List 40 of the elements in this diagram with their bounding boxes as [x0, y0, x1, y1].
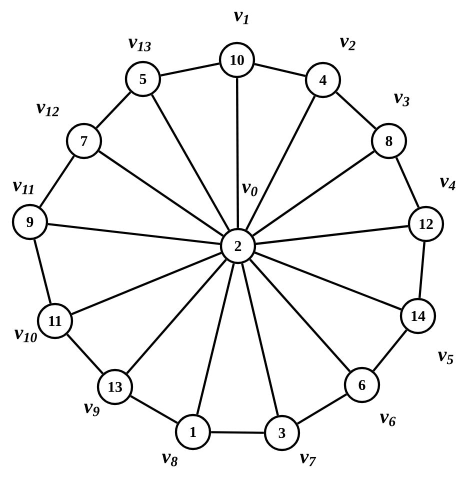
edge-line	[254, 252, 402, 310]
vertex-label: v$_{0}$	[242, 184, 258, 196]
edge-line	[372, 329, 408, 372]
edge-line	[336, 91, 376, 130]
edge-line	[96, 91, 132, 129]
edge-line	[236, 78, 239, 228]
edge-line	[33, 239, 52, 304]
vertex-label: v$_{4}$	[440, 178, 456, 190]
edge-line	[249, 258, 351, 372]
vertex-label: v$_{3}$	[394, 94, 410, 106]
edge-line	[296, 393, 348, 425]
edge-line	[395, 157, 420, 208]
edge-line	[241, 263, 279, 416]
edge-line	[71, 252, 222, 316]
vertex-label: v$_{8}$	[162, 454, 178, 466]
vertex-label: v$_{6}$	[380, 414, 396, 426]
vertex-label: v$_{10}$	[14, 330, 37, 342]
edge-line	[196, 263, 235, 415]
edge-line	[245, 96, 316, 230]
vertex-label: v$_{2}$	[340, 38, 356, 50]
edge-line	[254, 63, 306, 77]
edge-line	[256, 225, 408, 245]
edge-line	[39, 155, 75, 208]
edge-line	[418, 242, 426, 298]
vertex-label: v$_{1}$	[234, 12, 248, 24]
edge-line	[211, 431, 264, 434]
edge-line	[252, 150, 375, 237]
edge-line	[160, 62, 220, 76]
vertex-label: v$_{13}$	[128, 38, 151, 52]
edge-line	[98, 150, 224, 237]
edge-line	[48, 222, 220, 246]
edge-line	[130, 395, 178, 424]
vertex-label: v$_{5}$	[438, 352, 454, 364]
edge-line	[126, 258, 227, 374]
edge-line	[150, 94, 230, 231]
vertex-label: v$_{7}$	[300, 454, 316, 466]
vertex-label: v$_{12}$	[36, 104, 59, 116]
vertex-label: v$_{9}$	[84, 404, 100, 416]
edge-line	[66, 334, 104, 374]
vertex-label: v$_{11}$	[12, 182, 34, 194]
